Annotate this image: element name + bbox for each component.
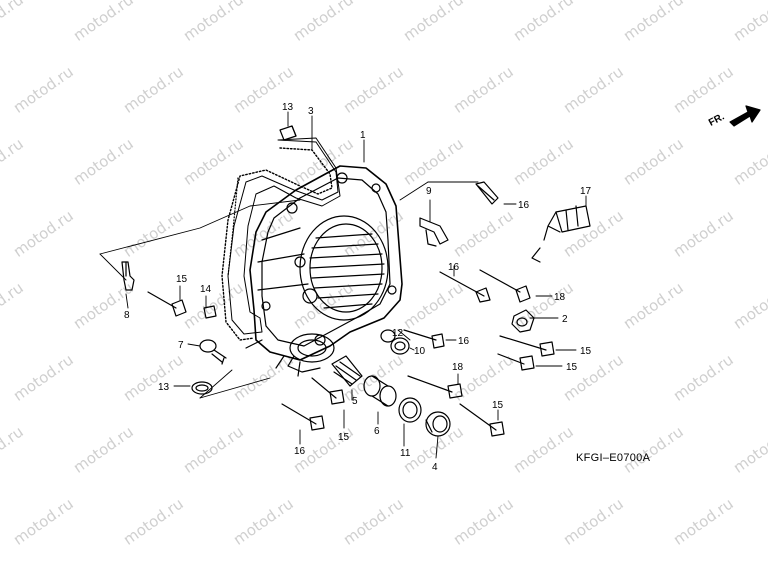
- o-ring-11: [398, 397, 422, 423]
- oil-strainer: [331, 355, 363, 387]
- callout-5: 5: [352, 396, 358, 407]
- callout-10: 10: [414, 346, 426, 357]
- leader-lines: [99, 111, 587, 459]
- callout-16a: 16: [518, 200, 530, 211]
- callout-17: 17: [580, 186, 592, 197]
- callout-14b: 14: [200, 284, 212, 295]
- wire-clamp: [121, 261, 135, 291]
- right-crankcase-cover: [245, 165, 403, 377]
- callout-4: 4: [432, 462, 438, 473]
- bracket-9: [419, 217, 449, 247]
- callout-labels: 13 3 1 9 16 17 16 18 2 15 14 8 7 12 10 1…: [124, 102, 592, 473]
- callout-16b: 16: [448, 262, 460, 273]
- dowel-pin: [279, 125, 297, 141]
- oil-seal: [380, 329, 410, 355]
- callout-18b: 18: [452, 362, 464, 373]
- callout-8: 8: [124, 310, 130, 321]
- callout-3: 3: [308, 106, 314, 117]
- gasket: [221, 137, 341, 341]
- callout-11: 11: [400, 448, 411, 459]
- bracket-17: [531, 205, 591, 263]
- callout-7: 7: [178, 340, 184, 351]
- o-ring-13: [191, 381, 213, 395]
- diagram-code: KFGI–E0700A: [576, 452, 651, 464]
- callout-9: 9: [426, 186, 432, 197]
- drain-plug: [425, 411, 451, 437]
- callout-15b: 15: [580, 346, 592, 357]
- callout-15c: 15: [566, 362, 578, 373]
- callout-16c: 16: [458, 336, 470, 347]
- bolts: [147, 181, 555, 437]
- callout-1: 1: [360, 130, 366, 141]
- callout-16d: 16: [294, 446, 306, 457]
- oil-level-gauge: [199, 339, 227, 365]
- callout-2: 2: [562, 314, 568, 325]
- callout-15d: 15: [492, 400, 504, 411]
- clip-2: [511, 309, 535, 333]
- callout-18: 18: [554, 292, 566, 303]
- callout-15a: 15: [176, 274, 188, 285]
- front-arrow-icon: [729, 105, 761, 127]
- callout-13: 13: [158, 382, 170, 393]
- collar: [203, 305, 217, 319]
- spring: [363, 375, 397, 407]
- callout-14: 13: [282, 102, 294, 113]
- callout-6: 6: [374, 426, 380, 437]
- callout-12: 12: [392, 328, 404, 339]
- callout-15e: 15: [338, 432, 350, 443]
